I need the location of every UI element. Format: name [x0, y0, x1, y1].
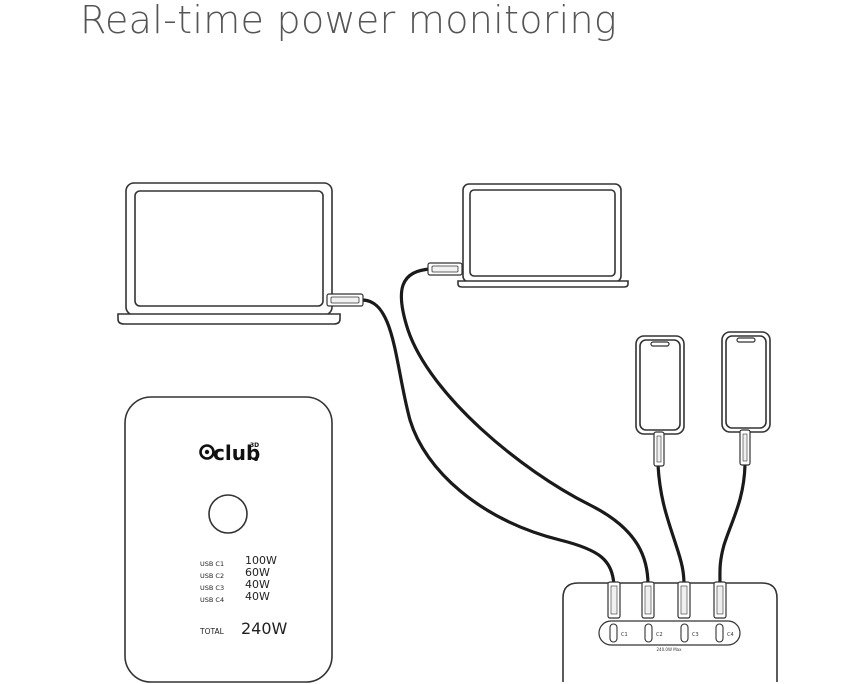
port-value-c4: 40W — [245, 590, 270, 603]
laptop-large-base — [117, 313, 341, 325]
cable-laptop-small — [399, 267, 650, 587]
port-strip — [598, 620, 741, 646]
brand-logo: club 3D — [199, 441, 260, 465]
plug-laptop-large — [326, 293, 364, 307]
hub-port-c1: C1 — [621, 632, 628, 638]
laptop-large — [117, 182, 341, 325]
plugs-hub — [607, 581, 727, 619]
laptop-small-base — [457, 280, 629, 288]
port-value-c1: 100W — [245, 554, 277, 567]
port-label-c1: USB C1 — [200, 560, 224, 568]
page-title: Real-time power monitoring — [80, 0, 618, 42]
hub-port-c3: C3 — [692, 632, 699, 638]
plug-laptop-small — [427, 262, 463, 276]
total-value: 240W — [241, 619, 288, 638]
power-readout: USB C1 100W USB C2 60W USB C3 40W USB C4… — [199, 554, 288, 638]
port-value-c3: 40W — [245, 578, 270, 591]
phone-right — [721, 331, 771, 433]
laptop-large-screen — [134, 190, 324, 307]
cable-laptop-large — [360, 298, 616, 587]
hub-caption: 240.0W Max — [657, 647, 683, 652]
logo-c-mark — [199, 444, 215, 460]
hub-port-slots — [609, 623, 724, 643]
charger-hub: C1 C2 C3 C4 240.0W Max — [562, 582, 778, 682]
power-button[interactable] — [208, 494, 248, 534]
hub-port-c4: C4 — [727, 632, 734, 638]
laptop-small — [457, 183, 629, 288]
logo-text: club — [213, 441, 260, 465]
laptop-small-screen — [469, 189, 616, 277]
cable-phone-left — [656, 463, 686, 587]
charger-panel: club 3D USB C1 100W USB C2 60W USB C3 40… — [124, 396, 333, 683]
plugs-phones — [653, 429, 751, 467]
phone-left — [635, 335, 685, 435]
port-value-c2: 60W — [245, 566, 270, 579]
hub-port-c2: C2 — [656, 632, 663, 638]
port-label-c2: USB C2 — [200, 572, 224, 580]
cable-phone-right — [718, 463, 747, 587]
port-label-c3: USB C3 — [200, 584, 224, 592]
port-label-c4: USB C4 — [200, 596, 224, 604]
total-label: TOTAL — [199, 627, 225, 636]
cables — [360, 267, 747, 587]
logo-superscript: 3D — [250, 442, 259, 449]
